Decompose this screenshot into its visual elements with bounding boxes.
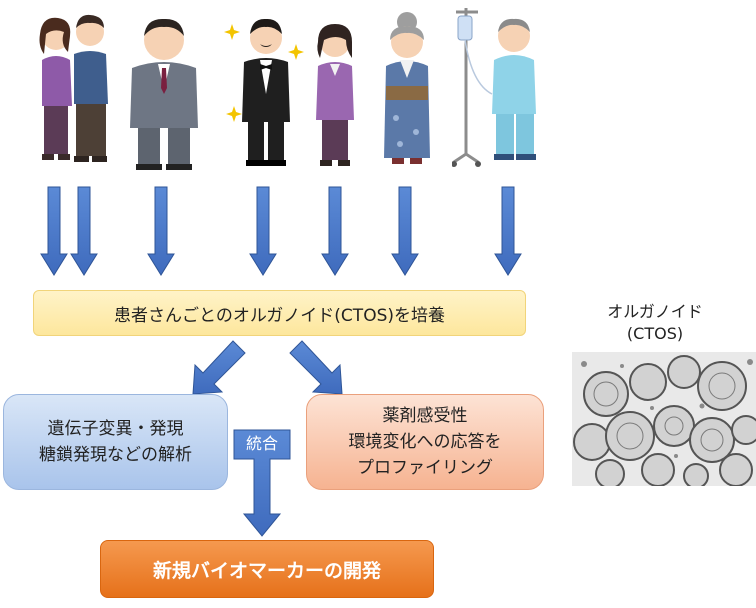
couple-illustration — [39, 14, 108, 162]
diagonal-arrow-left — [192, 340, 246, 395]
tuxedo-man-illustration — [224, 18, 304, 166]
down-arrow-1 — [40, 186, 68, 276]
integration-arrow — [233, 429, 291, 537]
integrate-label: 統合 — [245, 434, 278, 453]
analysis-box: 遺伝子変異・発現 糖鎖発現などの解析 — [3, 394, 228, 490]
profiling-line-3: プロファイリング — [357, 458, 493, 478]
businessman-illustration — [130, 18, 198, 170]
woman-illustration — [316, 24, 354, 166]
organoid-label: オルガノイド (CTOS) — [560, 301, 750, 345]
profiling-line-1: 薬剤感受性 — [382, 406, 468, 426]
biomarker-box-text: 新規バイオマーカーの開発 — [152, 559, 381, 582]
culture-box-text: 患者さんごとのオルガノイド(CTOS)を培養 — [113, 305, 445, 326]
kimono-grandmother-illustration — [384, 12, 430, 164]
down-arrow-6 — [391, 186, 419, 276]
organoid-label-line-2: (CTOS) — [626, 324, 684, 343]
analysis-line-2: 糖鎖発現などの解析 — [39, 445, 192, 465]
profiling-line-2: 環境変化への応答を — [348, 432, 502, 452]
profiling-box: 薬剤感受性 環境変化への応答を プロファイリング — [306, 394, 544, 490]
down-arrow-5 — [321, 186, 349, 276]
organoid-micrograph-image — [572, 352, 756, 486]
organoid-label-line-1: オルガノイド — [607, 302, 703, 321]
hospital-patient-illustration — [452, 8, 536, 167]
culture-box: 患者さんごとのオルガノイド(CTOS)を培養 — [33, 290, 526, 336]
down-arrow-4 — [249, 186, 277, 276]
down-arrow-2 — [70, 186, 98, 276]
biomarker-box: 新規バイオマーカーの開発 — [100, 540, 434, 598]
down-arrow-7 — [494, 186, 522, 276]
analysis-line-1: 遺伝子変異・発現 — [47, 419, 184, 439]
down-arrow-3 — [147, 186, 175, 276]
diagonal-arrow-right — [289, 340, 343, 395]
